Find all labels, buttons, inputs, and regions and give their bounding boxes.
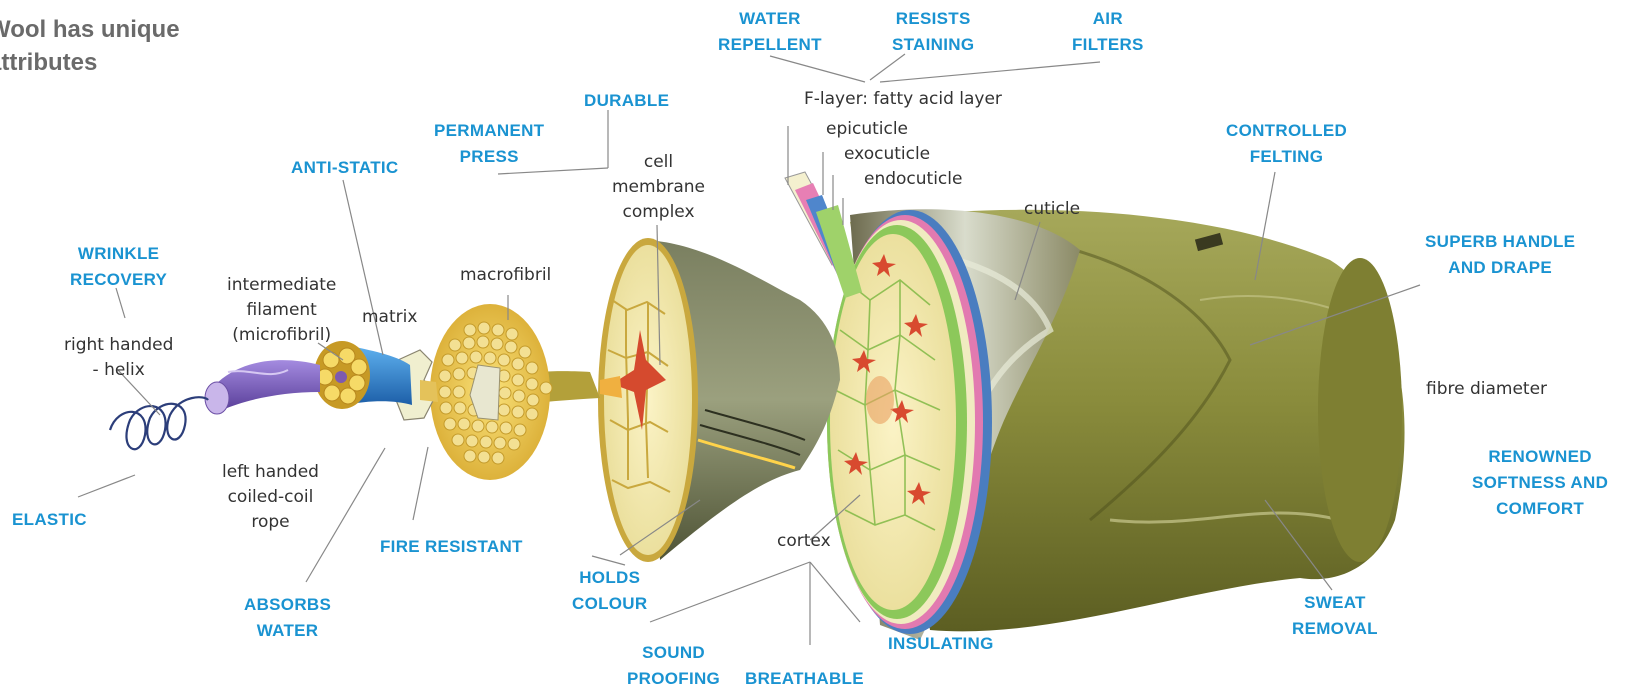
label-elastic: ELASTIC [12, 507, 87, 533]
intermediate-filament [314, 341, 412, 409]
label-anti-static: ANTI-STATIC [291, 155, 398, 181]
label-breathable: BREATHABLE [745, 666, 864, 692]
label-cortex: cortex [777, 529, 831, 554]
label-fibre-diameter: fibre diameter [1426, 377, 1547, 402]
label-macrofibril: macrofibril [460, 263, 551, 288]
label-endocuticle: endocuticle [864, 167, 962, 192]
macrofibril [430, 304, 600, 480]
label-right-handed-helix: right handed- helix [64, 333, 173, 383]
cortical-cell [598, 238, 840, 562]
label-cuticle: cuticle [1024, 197, 1080, 222]
label-matrix: matrix [362, 305, 417, 330]
title-line-2: attributes [0, 49, 97, 76]
label-fire-resistant: FIRE RESISTANT [380, 534, 523, 560]
label-f-layer: F-layer: fatty acid layer [804, 87, 1002, 112]
title-line-1: Wool has unique [0, 16, 180, 43]
label-epicuticle: epicuticle [826, 117, 908, 142]
label-durable: DURABLE [584, 88, 669, 114]
label-exocuticle: exocuticle [844, 142, 930, 167]
coiled-coil-rope [205, 360, 320, 414]
label-insulating: INSULATING [888, 631, 994, 657]
right-handed-helix [110, 397, 208, 449]
